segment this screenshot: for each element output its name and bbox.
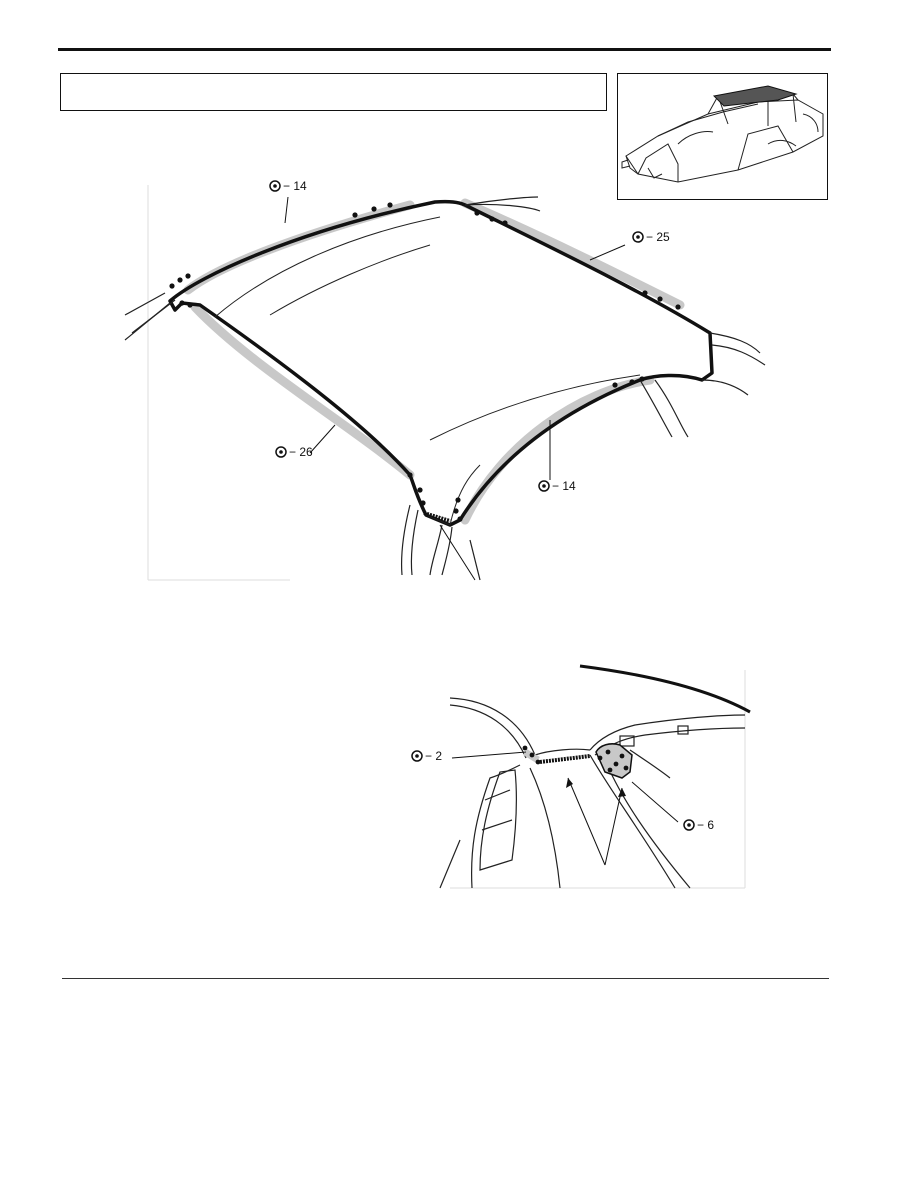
roof-panel-diagram: − 14 − 25 − 26 − 14	[124, 179, 766, 581]
pillar-detail-diagram: − 2 − 6	[411, 664, 751, 889]
callout-detail-left: − 2	[411, 749, 442, 763]
title-box	[60, 73, 607, 111]
spot-weld-icon	[411, 750, 423, 762]
roof-highlight	[712, 85, 798, 107]
locator-thumbnail	[617, 73, 828, 200]
callout-roof-left-rear: − 26	[275, 445, 313, 459]
footer-rule	[62, 978, 829, 979]
header-rule	[58, 48, 831, 51]
callout-detail-right: − 6	[683, 818, 714, 832]
callout-roof-right-front: − 25	[632, 230, 670, 244]
callout-roof-left-front: − 14	[269, 179, 307, 193]
svg-text:− 14: − 14	[283, 179, 307, 193]
spot-weld-icon	[538, 480, 550, 492]
svg-text:− 25: − 25	[646, 230, 670, 244]
body-shell-thumbnail	[621, 85, 824, 183]
callout-roof-right-rear: − 14	[538, 479, 576, 493]
svg-text:− 26: − 26	[289, 445, 313, 459]
svg-text:− 14: − 14	[552, 479, 576, 493]
svg-text:− 6: − 6	[697, 818, 714, 832]
spot-weld-icon	[632, 231, 644, 243]
spot-weld-icon	[275, 446, 287, 458]
spot-weld-icon	[269, 180, 281, 192]
spot-weld-icon	[683, 819, 695, 831]
svg-text:− 2: − 2	[425, 749, 442, 763]
